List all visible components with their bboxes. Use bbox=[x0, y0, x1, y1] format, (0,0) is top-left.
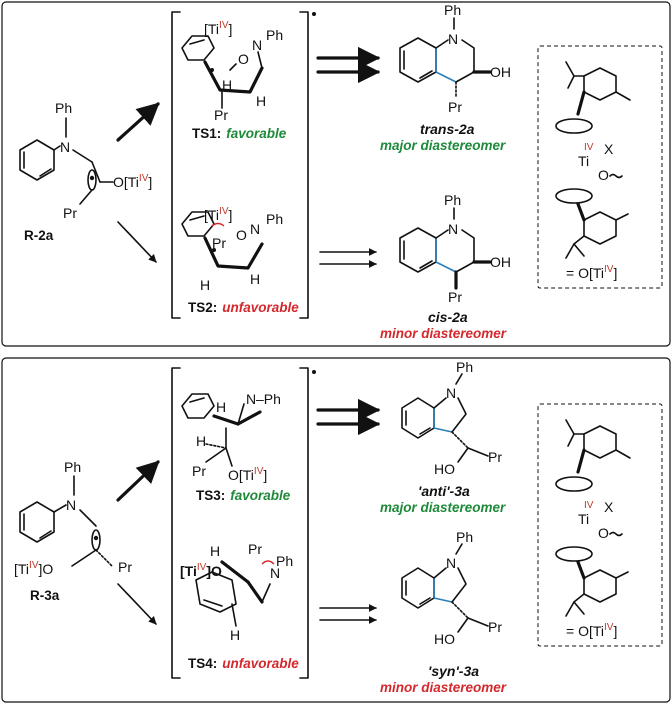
cis2a-note: minor diastereomer bbox=[380, 326, 507, 341]
anti3a-note: major diastereomer bbox=[380, 500, 506, 515]
r3a-ph: Ph bbox=[64, 459, 81, 475]
ts2-h2: H bbox=[250, 271, 260, 287]
anti3a-pr: Pr bbox=[488, 449, 502, 465]
ts3-pr: Pr bbox=[192, 463, 206, 479]
trans2a-note: major diastereomer bbox=[380, 138, 506, 153]
syn3a-n: N bbox=[446, 555, 456, 571]
ts2-label: TS2:unfavorable bbox=[188, 300, 299, 315]
cis2a-label: cis-2a bbox=[428, 309, 468, 325]
cat-bottom-equals: = O[TiIV] bbox=[566, 622, 617, 639]
ts1-pr: Pr bbox=[214, 107, 228, 123]
trans2a-ph: Ph bbox=[444, 2, 461, 18]
r3a-label: R-3a bbox=[30, 588, 60, 603]
ts1-label: TS1:favorable bbox=[192, 126, 287, 141]
r2a-n: N bbox=[60, 139, 70, 155]
ts2-ti: [TiIV] bbox=[204, 206, 232, 223]
r2a-label: R-2a bbox=[24, 228, 54, 243]
cat-bottom-x: X bbox=[604, 499, 614, 515]
ts3-n: N bbox=[246, 391, 256, 407]
cis2a-oh: OH bbox=[490, 254, 511, 270]
ts4-structure: [TiIV]O H Pr N Ph H TS4:unfavorable bbox=[180, 541, 299, 671]
reactant-r2a: N Ph O[TiIV] Pr R-2a bbox=[19, 100, 152, 243]
ts4-label: TS4:unfavorable bbox=[188, 656, 299, 671]
top-panel-frame bbox=[1, 1, 671, 347]
anti3a-ph: Ph bbox=[456, 359, 473, 375]
cat-bottom-ox: IV bbox=[584, 500, 594, 511]
cis2a-ph: Ph bbox=[444, 192, 461, 208]
ts3-h1: H bbox=[216, 399, 226, 415]
cat-top-equals: = O[TiIV] bbox=[566, 264, 617, 281]
catalyst-box-bottom: Ti IV X O = O[TiIV] bbox=[537, 403, 663, 647]
ts3-h2: H bbox=[196, 433, 206, 449]
syn3a-pr: Pr bbox=[488, 619, 502, 635]
ts-bracket-top bbox=[171, 11, 316, 319]
r3a-n: N bbox=[66, 497, 76, 513]
ts3-otiiv: O[TiIV] bbox=[228, 466, 267, 483]
ts1-o: O bbox=[238, 51, 249, 67]
syn3a-ph: Ph bbox=[456, 529, 473, 545]
ts1-n: N bbox=[252, 37, 262, 53]
ts2-n: N bbox=[250, 221, 260, 237]
trans2a-label: trans-2a bbox=[420, 121, 475, 137]
arrow-to-ts1 bbox=[116, 102, 160, 142]
ts1-ti: [TiIV] bbox=[204, 20, 232, 37]
ts2-pr: Pr bbox=[212, 235, 226, 251]
cis2a-n: N bbox=[448, 221, 458, 237]
bottom-panel: N Ph Pr [TiIV]O R-3a H N –Ph H Pr O[TiIV bbox=[1, 357, 671, 703]
ts1-ph: Ph bbox=[266, 27, 283, 43]
ts4-ti: [TiIV]O bbox=[180, 562, 222, 579]
catalyst-box-top: Ti IV X O = O[TiIV] bbox=[537, 45, 663, 289]
syn3a-ho: HO bbox=[434, 631, 455, 647]
r3a-otiiv: [TiIV]O bbox=[14, 560, 53, 577]
ts3-structure: H N –Ph H Pr O[TiIV] TS3:favorable bbox=[181, 391, 291, 503]
cat-bottom-ti: Ti bbox=[578, 511, 589, 527]
cat-bottom-o: O bbox=[598, 525, 609, 541]
r2a-otiiv: O[TiIV] bbox=[113, 173, 152, 190]
ts1-h2: H bbox=[256, 93, 266, 109]
ts-bracket-bottom bbox=[171, 367, 316, 679]
anti3a-label: 'anti'-3a bbox=[418, 483, 470, 499]
product-cis-2a: N Ph OH Pr cis-2a minor diastereomer bbox=[380, 192, 511, 341]
cat-top-ox: IV bbox=[584, 142, 594, 153]
cis2a-pr: Pr bbox=[448, 289, 462, 305]
trans2a-n: N bbox=[448, 31, 458, 47]
bottom-panel-frame bbox=[1, 357, 671, 703]
syn3a-note: minor diastereomer bbox=[380, 680, 507, 695]
product-anti-3a: N Ph Pr HO 'anti'-3a major diastereomer bbox=[380, 359, 506, 515]
r2a-n-ph: Ph bbox=[55, 100, 72, 116]
product-syn-3a: N Ph Pr HO 'syn'-3a minor diastereomer bbox=[380, 529, 507, 695]
arrow-to-ts2 bbox=[117, 221, 157, 263]
ts1-structure: [TiIV] N Ph O H H Pr TS1:favorable bbox=[181, 20, 287, 141]
ts3-ph: –Ph bbox=[256, 391, 281, 407]
trans2a-pr: Pr bbox=[448, 99, 462, 115]
arrow-to-ts3 bbox=[116, 460, 160, 502]
r3a-pr: Pr bbox=[118, 559, 132, 575]
top-panel: N Ph O[TiIV] Pr R-2a [TiIV] N Ph O H H P… bbox=[1, 1, 671, 347]
reactant-r3a: N Ph Pr [TiIV]O R-3a bbox=[14, 459, 132, 603]
trans2a-oh: OH bbox=[490, 64, 511, 80]
product-trans-2a: N Ph OH Pr trans-2a major diastereomer bbox=[380, 2, 511, 153]
anti3a-ho: HO bbox=[434, 461, 455, 477]
ts2-ph: Ph bbox=[266, 211, 283, 227]
cat-top-x: X bbox=[604, 141, 614, 157]
cat-top-o: O bbox=[598, 167, 609, 183]
ts4-n: N bbox=[270, 565, 280, 581]
syn3a-label: 'syn'-3a bbox=[428, 663, 479, 679]
ts4-pr: Pr bbox=[248, 541, 262, 557]
ts3-label: TS3:favorable bbox=[196, 488, 291, 503]
arrow-to-ts4 bbox=[117, 583, 157, 625]
ts2-structure: [TiIV] N Ph O Pr H H TS2:unfavorable bbox=[181, 206, 299, 315]
ts1-h1: H bbox=[222, 77, 232, 93]
ts4-h1: H bbox=[210, 543, 220, 559]
r2a-pr: Pr bbox=[63, 205, 77, 221]
ts4-ph: Ph bbox=[276, 553, 293, 569]
cat-top-ti: Ti bbox=[578, 153, 589, 169]
anti3a-n: N bbox=[446, 385, 456, 401]
ts4-h2: H bbox=[230, 627, 240, 643]
ts2-h1: H bbox=[200, 277, 210, 293]
ts2-o: O bbox=[236, 227, 247, 243]
